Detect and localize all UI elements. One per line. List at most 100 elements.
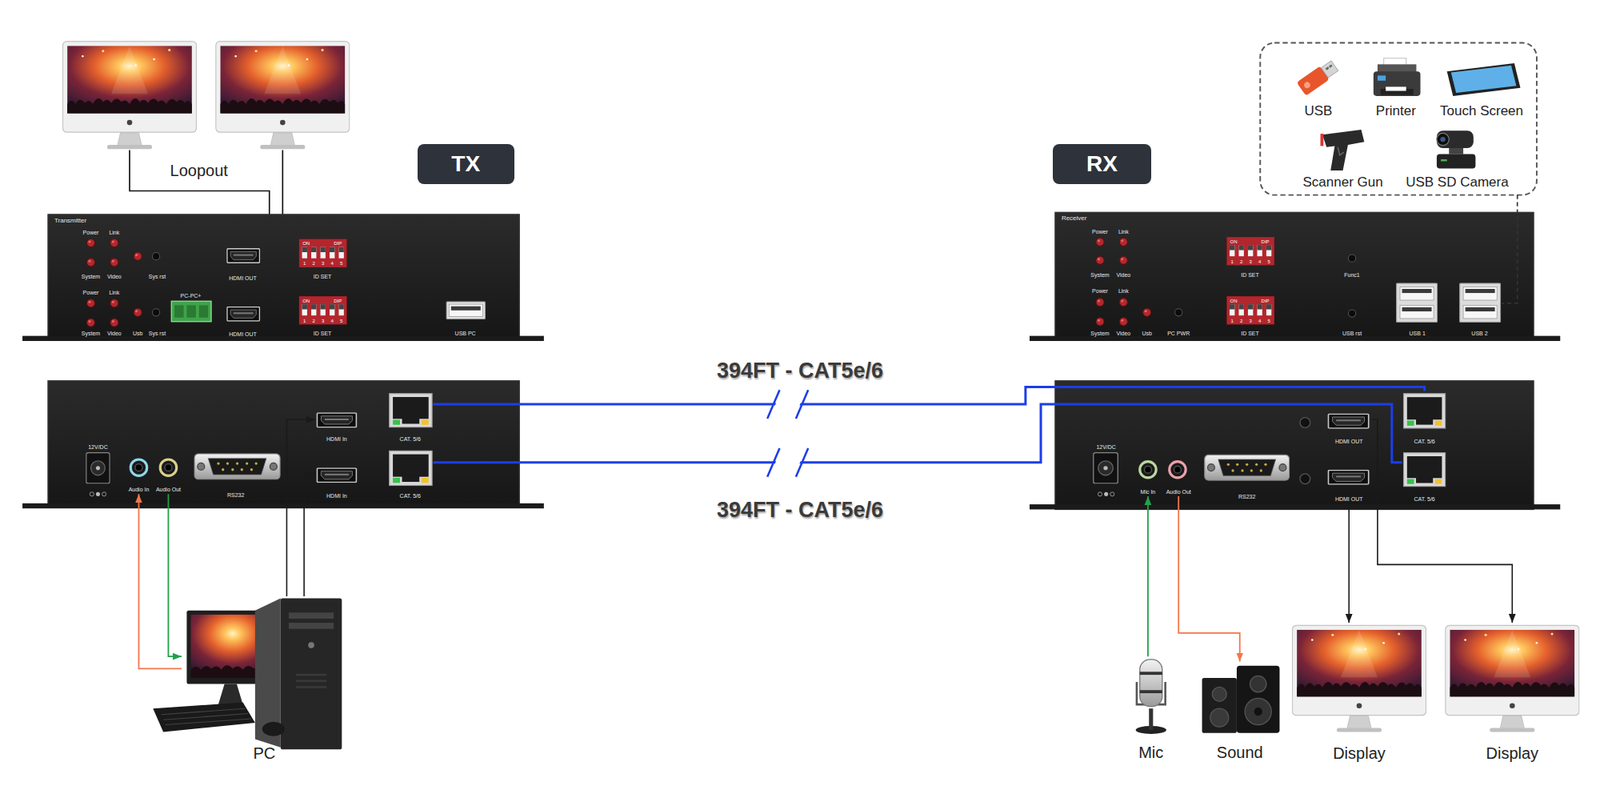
peripheral-item: USB SD Camera: [1403, 127, 1511, 191]
button-icon: [152, 308, 160, 316]
panel-label: USB 1: [1409, 330, 1426, 337]
node-label: CAT. 5/6: [1413, 496, 1435, 503]
usb-dashed-link: [1502, 195, 1518, 304]
dip-switch: [1226, 236, 1275, 266]
cable-connector: [1147, 496, 1149, 656]
port: HDMI OUT: [1327, 467, 1372, 504]
panel-label: Video: [107, 273, 122, 280]
vent: [296, 679, 327, 682]
node-label: CAT. 5/6: [1413, 438, 1435, 445]
display-device: Display: [1291, 622, 1428, 764]
display-icon: [1292, 624, 1426, 732]
mic-band: [1140, 689, 1163, 693]
button-icon: [152, 252, 160, 260]
rs232-port: [1204, 454, 1290, 480]
node-label: PC: [252, 744, 276, 763]
node-label: Touch Screen: [1440, 103, 1524, 120]
panel-label: ID SET: [1240, 272, 1260, 280]
node-label: CAT. 5/6: [400, 436, 421, 443]
usb-stick-swivel: [1303, 80, 1312, 90]
cable-break-gap: [769, 448, 807, 477]
camera-icon: [1436, 130, 1476, 168]
port: Mic In: [1136, 458, 1160, 496]
node-label: Transmitter: [54, 216, 87, 224]
led-icon: [1119, 237, 1128, 246]
audio-jack: [160, 459, 176, 476]
panel-label: 5: [340, 260, 343, 267]
speaker-cone: [1210, 708, 1229, 727]
node-label: Display: [1486, 744, 1540, 763]
panel-label: Link: [1118, 228, 1129, 236]
polarity-symbol: [96, 492, 100, 496]
peripheral-group-outline: [1260, 43, 1537, 196]
node-label: USB SD Camera: [1405, 174, 1508, 191]
panel-label: USB PC: [455, 330, 476, 337]
panel-label: Power: [83, 289, 100, 296]
led-icon: [1096, 237, 1104, 246]
node-label: Sound: [1216, 743, 1264, 762]
terminal-slot: [174, 304, 184, 317]
panel-label: Usb: [132, 330, 143, 337]
button-icon: [1348, 254, 1356, 262]
audio-jack-hole: [1173, 465, 1181, 473]
panel-label: 3: [1248, 258, 1252, 264]
cable-break-slash: [767, 448, 808, 477]
monitor-icon: [62, 41, 196, 150]
led-icon: [110, 318, 119, 327]
tx-badge: TX: [417, 144, 515, 184]
mic-capsule: [1140, 659, 1163, 707]
panel-label: 4: [1258, 258, 1261, 264]
polarity-symbol: [1097, 492, 1102, 496]
usb-stick-contact: [1325, 66, 1330, 70]
audio-jack: [1140, 461, 1156, 478]
peripheral-item: USB: [1295, 56, 1343, 120]
power-button: [308, 641, 315, 648]
rj45-port: [389, 450, 433, 485]
node-label: USB: [1304, 103, 1332, 120]
mouse: [262, 721, 285, 736]
rx-badge: RX: [1052, 144, 1151, 184]
keyboard-keys: [161, 708, 252, 724]
usb-stick-plug: [1320, 60, 1338, 78]
drive-bay: [288, 612, 334, 619]
display-device: Display: [1444, 622, 1581, 764]
node-label: TX: [451, 151, 480, 177]
camera-lens: [1436, 132, 1449, 145]
dc-jack-icon: [86, 452, 110, 484]
tablet-screen: [1451, 65, 1517, 93]
panel-label: Video: [1116, 330, 1131, 337]
scanner-trigger: [1337, 147, 1344, 156]
camera-base: [1436, 154, 1476, 169]
node-label: Mic In: [1140, 488, 1156, 496]
led-icon: [1119, 317, 1128, 326]
led-icon: [86, 258, 95, 267]
port: CAT. 5/6: [1402, 450, 1448, 504]
peripheral-item: Printer: [1370, 56, 1422, 120]
audio-jack-hole: [135, 464, 143, 472]
panel-label: 2: [312, 260, 316, 267]
camera-light: [1440, 159, 1448, 162]
hdmi-port: [1328, 413, 1368, 428]
audio-jack-hole: [164, 464, 172, 472]
port: Audio In: [126, 456, 152, 494]
panel-label: Sys rst: [148, 330, 166, 337]
vent: [296, 673, 327, 676]
cable-connector: [304, 474, 316, 596]
panel-label: 4: [1258, 317, 1261, 324]
usb-stick-icon: [1296, 59, 1340, 96]
speaker-cabinet: [1236, 665, 1280, 733]
panel-label: 4: [331, 260, 334, 267]
polarity-symbol: [1104, 492, 1108, 496]
cable-connector: [1371, 419, 1513, 623]
node-label: Mic: [1138, 743, 1164, 762]
led-icon: [86, 318, 95, 327]
mounting-flange: [1029, 504, 1560, 509]
terminal-block: [171, 300, 212, 322]
node-label: RX: [1086, 151, 1118, 177]
scanner-gun-icon: [1320, 129, 1365, 171]
led-icon: [133, 308, 142, 316]
audio-jack-hole: [1144, 465, 1152, 473]
led-icon: [1096, 256, 1104, 264]
panel-label: USB rst: [1342, 330, 1362, 337]
